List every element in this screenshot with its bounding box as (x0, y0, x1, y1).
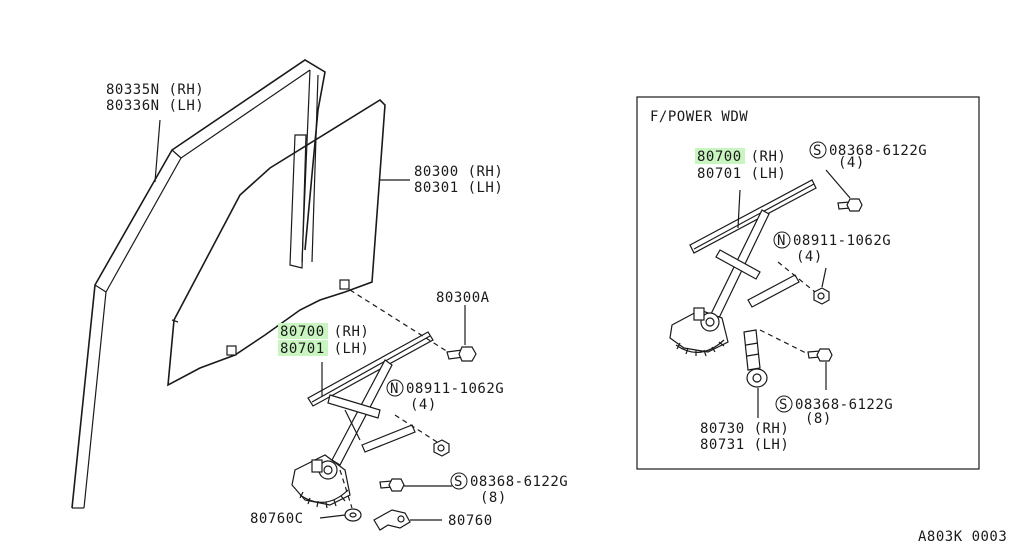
bolt-upper (446, 346, 477, 362)
inset-bolt-top-circle (809, 141, 827, 159)
inset-label-nut-part: 08911-1062G (793, 233, 891, 249)
inset-label-motor-lh: 80731 (LH) (700, 437, 789, 453)
inset-title: F/POWER WDW (650, 109, 748, 125)
power-regulator (669, 179, 817, 357)
label-sash-rh: 80335N (RH) (106, 82, 204, 98)
bolt-symbol: S (454, 474, 463, 490)
inset-label-bolt-bottom-qty: (8) (805, 411, 832, 427)
label-bolt-qty: (8) (480, 490, 507, 506)
nut-lower (433, 439, 450, 457)
label-sash-lh: 80336N (LH) (106, 98, 204, 114)
inset-nut-circle (773, 231, 791, 249)
door-glass (167, 98, 386, 387)
label-glass-clip: 80300A (436, 290, 490, 306)
inset-frame (636, 96, 980, 470)
inset-highlight-regulator-rh (695, 148, 745, 164)
nut-symbol: N (390, 381, 399, 397)
inset-nut (813, 287, 830, 305)
figure-code: A803K 0003 (918, 529, 1007, 545)
bolt-symbol-circle (450, 472, 468, 490)
window-regulator (291, 331, 434, 509)
power-window-motor (743, 329, 768, 388)
label-regulator-rh: 80700 (280, 324, 325, 340)
label-glass-lh: 80301 (LH) (414, 180, 503, 196)
label-bolt-part: 08368-6122G (470, 474, 568, 490)
inset-label-regulator-lh: 80701 (LH) (697, 166, 786, 182)
label-nut-qty: (4) (410, 397, 437, 413)
label-regulator-rh-suffix: (RH) (325, 324, 370, 340)
inset-bolt-bottom (807, 348, 833, 362)
nut-symbol-circle (386, 379, 404, 397)
inset-bolt-bottom-circle (775, 395, 793, 413)
inset-bolt-top-symbol: S (813, 143, 822, 159)
inset-label-bolt-top-qty: (4) (838, 155, 865, 171)
inset-label-bolt-top-part: 08368-6122G (829, 143, 927, 159)
label-washer: 80760C (250, 511, 304, 527)
inset-label-bolt-bottom-part: 08368-6122G (795, 397, 893, 413)
label-glass-rh: 80300 (RH) (414, 164, 503, 180)
inset-bolt-top (837, 198, 863, 212)
inset-label-regulator-rh-suffix: (RH) (742, 149, 787, 165)
highlight-regulator-rh (278, 323, 328, 339)
label-nut-part: 08911-1062G (406, 381, 504, 397)
regulator-handle (373, 509, 411, 531)
inset-bolt-bottom-symbol: S (779, 397, 788, 413)
washer (344, 508, 362, 522)
inset-nut-symbol: N (777, 233, 786, 249)
inset-label-nut-qty: (4) (796, 249, 823, 265)
bolt-lower (379, 478, 405, 492)
label-regulator-lh: 80701 (280, 341, 325, 357)
label-handle: 80760 (448, 513, 493, 529)
highlight-regulator-lh (278, 340, 328, 356)
svg-text:80700 (RH): 80700 (RH) (280, 324, 369, 340)
door-sash-frame (71, 59, 326, 509)
inset-label-motor-rh: 80730 (RH) (700, 421, 789, 437)
inset-label-regulator-rh: 80700 (697, 149, 742, 165)
label-regulator-lh-suffix: (LH) (325, 341, 370, 357)
svg-text:80700 (RH): 80700 (RH) (697, 149, 786, 165)
svg-text:80701 (LH): 80701 (LH) (280, 341, 369, 357)
